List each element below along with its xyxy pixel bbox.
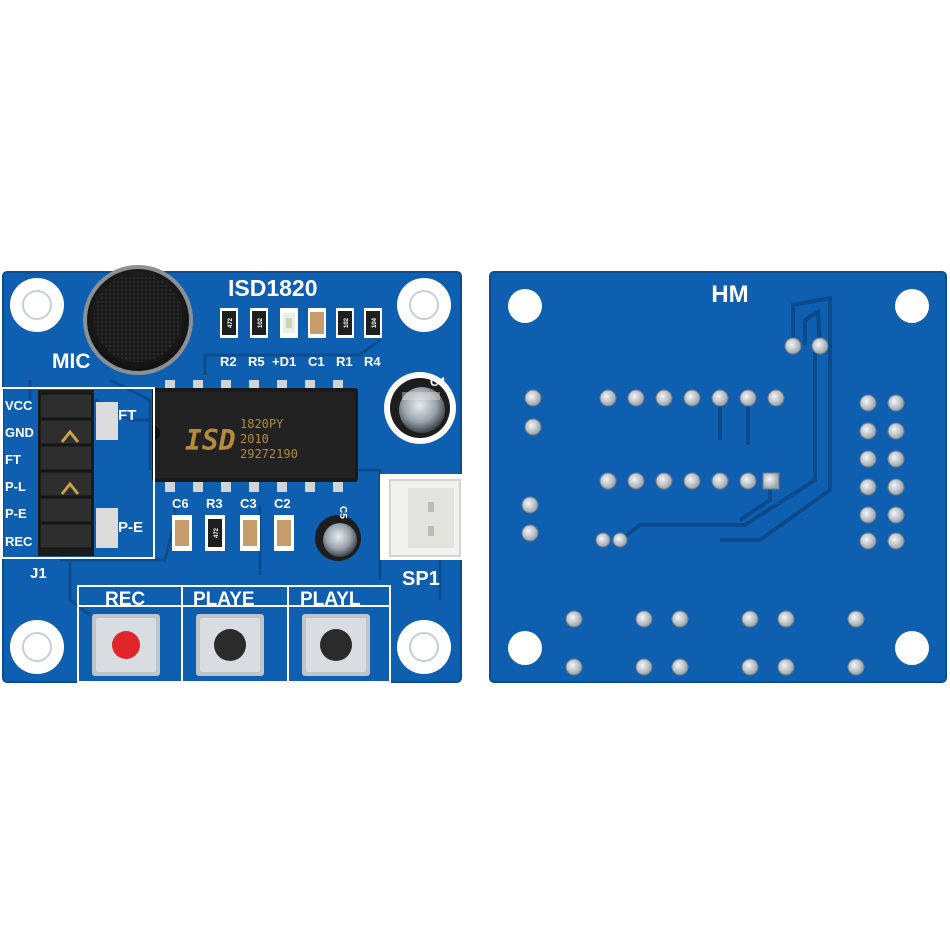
component-label: C2 — [274, 496, 291, 511]
speaker-connector — [380, 474, 462, 560]
capacitor-c4: C4 — [384, 372, 456, 444]
component-label: R1 — [336, 354, 353, 369]
resistor-r4: 104 — [364, 308, 382, 338]
component-label: +D1 — [272, 354, 296, 369]
capacitor-c1 — [308, 308, 326, 338]
header-pin-label: VCC — [5, 398, 33, 413]
solder-pads — [521, 337, 905, 676]
capacitor-c2 — [274, 515, 294, 551]
header-pin-label: P-L — [5, 479, 26, 494]
cap-label: C4 — [430, 375, 446, 389]
rec-button-cap[interactable] — [112, 631, 140, 659]
mounting-hole — [397, 278, 451, 332]
resistor-r5: 102 — [250, 308, 268, 338]
header-label: J1 — [30, 565, 47, 582]
capacitor-c3 — [240, 515, 260, 551]
resistor-code: 472 — [228, 317, 234, 328]
mounting-hole — [895, 289, 929, 323]
resistor-r1: 102 — [336, 308, 354, 338]
mounting-hole — [397, 620, 451, 674]
header-pin-label: GND — [5, 425, 34, 440]
header-pin-label: P-E — [5, 506, 27, 521]
button-label-rec: REC — [105, 589, 145, 610]
playe-button-cap[interactable] — [214, 629, 246, 661]
resistor-code: 102 — [258, 317, 264, 328]
resistor-code: 472 — [214, 527, 220, 538]
button-label-playl: PLAYL — [300, 589, 361, 610]
button-row — [77, 585, 391, 683]
top-components: 472 102 102 — [220, 308, 382, 338]
playe-button[interactable] — [196, 614, 264, 676]
back-marking: MH — [711, 281, 748, 308]
rec-button[interactable] — [92, 614, 160, 676]
capacitor-c5: C5 — [315, 506, 361, 561]
component-label: C6 — [172, 496, 189, 511]
chip-line-3: 29272190 — [240, 447, 298, 461]
component-label: C1 — [308, 354, 325, 369]
capacitor-c6 — [172, 515, 192, 551]
playl-button-cap[interactable] — [320, 629, 352, 661]
board-title: ISD1820 — [228, 275, 318, 301]
component-label: C3 — [240, 496, 257, 511]
speaker-label: SP1 — [402, 568, 440, 590]
led-d1 — [280, 308, 298, 338]
mounting-hole — [10, 278, 64, 332]
component-label: R5 — [248, 354, 265, 369]
front-traces — [28, 338, 442, 617]
mounting-hole — [508, 631, 542, 665]
jumper-label-ft: FT — [118, 407, 136, 424]
resistor-code: 102 — [344, 317, 350, 328]
button-label-playe: PLAYE — [193, 589, 255, 610]
mounting-hole — [10, 620, 64, 674]
resistor-r3: 472 — [205, 515, 225, 551]
back-board: MH — [489, 271, 947, 683]
top-component-labels: R2 R5 +D1 C1 R1 R4 — [220, 354, 381, 369]
resistor-r2: 472 — [220, 308, 238, 338]
pin-header-j1 — [1, 387, 155, 559]
component-label: R3 — [206, 496, 223, 511]
microphone — [83, 265, 193, 375]
bottom-components: 472 — [172, 515, 294, 551]
playl-button[interactable] — [302, 614, 370, 676]
chip-line-1: 1820PY — [240, 417, 284, 431]
header-pin-label: REC — [5, 534, 33, 549]
header-pin-label: FT — [5, 452, 21, 467]
front-board: MIC ISD1820 472 102 — [1, 265, 462, 683]
mic-label: MIC — [52, 350, 91, 373]
mounting-hole — [895, 631, 929, 665]
cap-label: C5 — [337, 506, 348, 519]
mounting-hole — [508, 289, 542, 323]
component-label: R2 — [220, 354, 237, 369]
header-pin-labels: VCC GND FT P-L P-E REC — [5, 398, 34, 549]
jumper-label-pe: P-E — [118, 519, 143, 536]
bottom-component-labels: C6 R3 C3 C2 — [172, 496, 291, 511]
resistor-code: 104 — [372, 317, 378, 328]
component-label: R4 — [364, 354, 381, 369]
chip-line-2: 2010 — [240, 432, 269, 446]
isd1820-chip: ISD 1820PY 2010 29272190 — [152, 380, 358, 492]
chip-logo: ISD — [185, 424, 236, 457]
